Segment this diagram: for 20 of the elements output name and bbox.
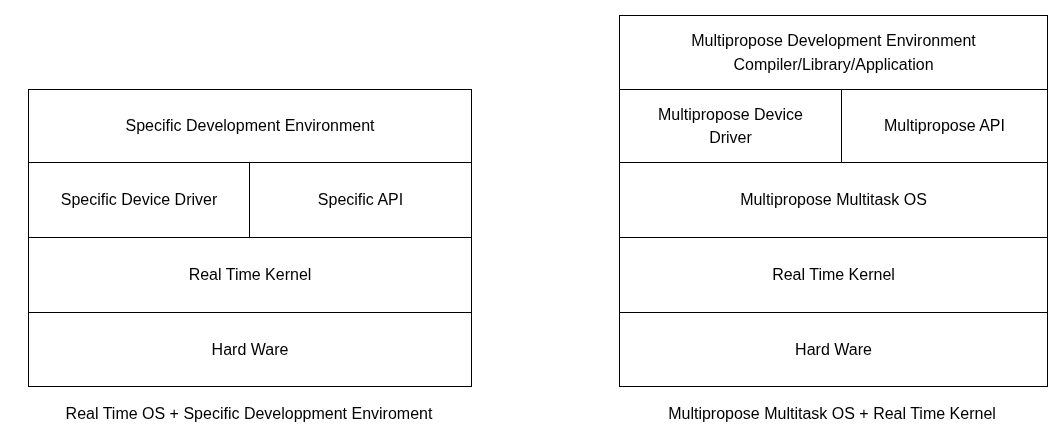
layer-label: Specific Device Driver [60,190,218,211]
caption: Real Time OS + Specific Developpment Enviroment [65,405,433,423]
layer-label: Hard Ware [795,339,872,360]
layer-label: Multipropose Device Driver [657,104,804,148]
layer-label: Specific API [317,190,404,211]
layer-box [619,15,1048,90]
layer-label: Multipropose Development Environment Compiler/Library/Application [690,31,977,75]
layer-box [619,162,1048,238]
layer-label: Real Time Kernel [188,265,312,286]
layer-label: Hard Ware [211,339,289,360]
caption: Multipropose Multitask OS + Real Time Kernel [668,405,996,423]
layer-label: Multipropose API [884,116,1005,137]
layer-box [619,312,1048,387]
layer-label: Multipropose Multitask OS [740,190,927,211]
layer-box [28,237,472,313]
layer-box [28,312,472,387]
layer-label: Real Time Kernel [772,265,895,286]
layer-label: Specific Development Environment [125,116,375,137]
layer-box [28,89,472,163]
layer-box [619,237,1048,313]
